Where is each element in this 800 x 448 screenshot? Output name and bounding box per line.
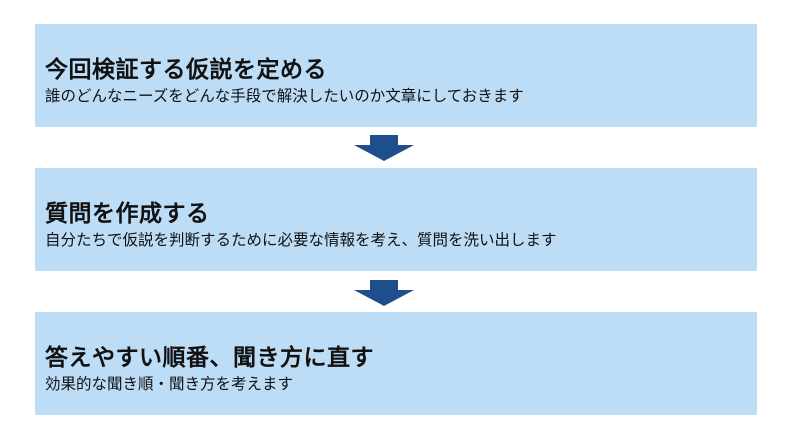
step-description-2: 自分たちで仮説を判断するために必要な情報を考え、質問を洗い出します <box>45 231 557 249</box>
arrow-down-shape <box>354 135 414 161</box>
step-box-1: 今回検証する仮説を定める 誰のどんなニーズをどんな手段で解決したいのか文章にして… <box>35 24 757 127</box>
arrow-down-shape <box>354 280 414 306</box>
step-title-1: 今回検証する仮説を定める <box>45 57 327 83</box>
step-description-3: 効果的な聞き順・聞き方を考えます <box>45 375 294 393</box>
step-box-2: 質問を作成する 自分たちで仮説を判断するために必要な情報を考え、質問を洗い出しま… <box>35 168 757 271</box>
step-description-1: 誰のどんなニーズをどんな手段で解決したいのか文章にしておきます <box>45 87 524 105</box>
arrow-down-icon <box>354 135 414 161</box>
step-box-3: 答えやすい順番、聞き方に直す 効果的な聞き順・聞き方を考えます <box>35 312 757 415</box>
step-title-3: 答えやすい順番、聞き方に直す <box>45 345 374 371</box>
step-title-2: 質問を作成する <box>45 201 210 227</box>
arrow-down-icon <box>354 280 414 306</box>
